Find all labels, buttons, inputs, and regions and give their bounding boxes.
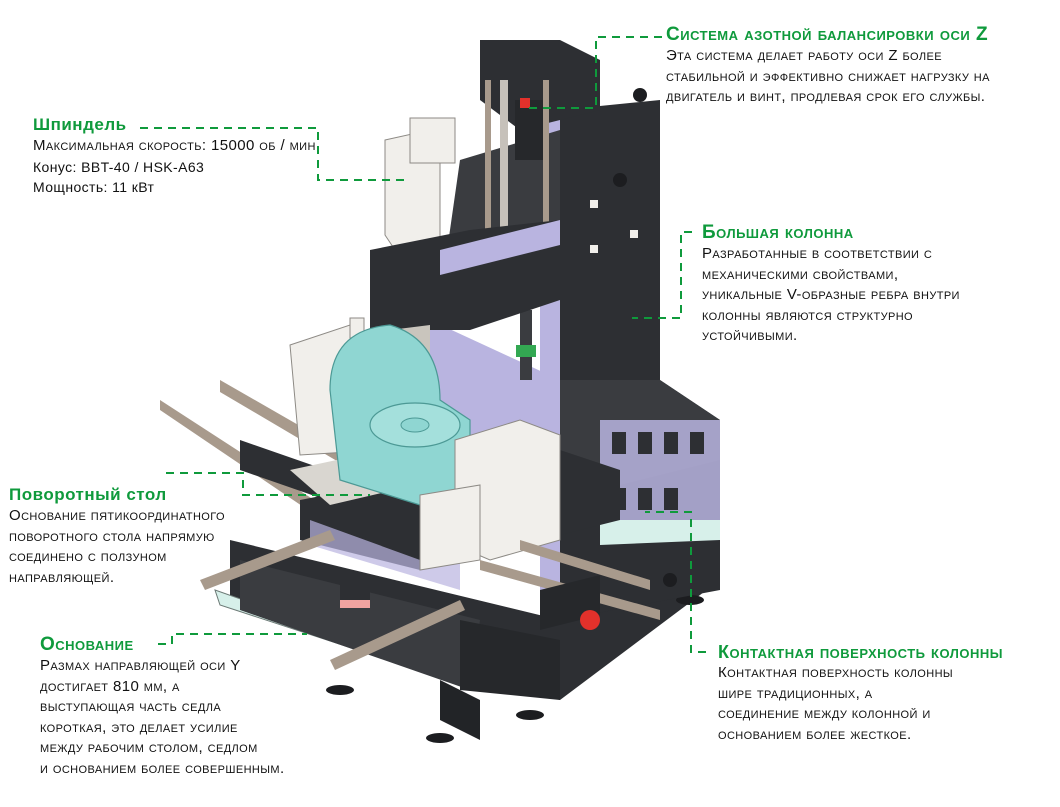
callout-line: Размах направляющей оси Y [40, 657, 241, 674]
callout-title: Поворотный стол [9, 485, 167, 504]
leveling-foot [426, 733, 454, 743]
leveling-foot [516, 710, 544, 720]
callout-line: Конус: BBT-40 / HSK-A63 [33, 158, 205, 175]
callout-rotary-table: Поворотный стол Основание пятикоординатн… [9, 484, 225, 588]
callout-line: стабильной и эффективно снижает нагрузку… [666, 67, 990, 85]
red-cap [580, 610, 600, 630]
callout-line: Основание пятикоординатного [9, 507, 225, 524]
callout-line: Максимальная скорость: 15000 об / мин [33, 137, 316, 154]
callout-line: выступающая часть седла [40, 698, 222, 715]
callout-line: уникальные V-образные ребра внутри [702, 286, 960, 303]
callout-line: механическими свойствами, [702, 265, 899, 283]
callout-line: шире традиционных, а [718, 684, 873, 702]
callout-line: поворотного стола напрямую [9, 527, 215, 545]
callout-z-axis-balancing: Система азотной балансировки оси Z Эта с… [666, 24, 990, 108]
callout-line: Эта система делает работу оси Z более [666, 47, 942, 64]
callout-line: Контактная поверхность колонны [718, 664, 954, 681]
callout-base: Основание Размах направляющей оси Y дост… [40, 634, 285, 779]
rotary-table [289, 317, 561, 571]
callout-line: и основанием более совершенным. [40, 759, 285, 777]
callout-line: короткая, это делает усилие [40, 718, 238, 736]
callout-line: Разработанные в соответствии с [702, 245, 933, 262]
callout-column-contact-surface: Контактная поверхность колонны Контактна… [718, 641, 1003, 745]
callout-line: двигатель и винт, продлевая срок его слу… [666, 88, 986, 105]
callout-line: устойчивыми. [702, 327, 798, 344]
callout-line: между рабочим столом, седлом [40, 739, 258, 756]
callout-title: Система азотной балансировки оси Z [666, 24, 989, 45]
callout-title: Основание [40, 634, 134, 655]
callout-line: колонны являются структурно [702, 306, 914, 324]
callout-line: достигает 810 мм, а [40, 677, 180, 695]
callout-title: Контактная поверхность колонны [718, 642, 1003, 662]
callout-line: основанием более жесткое. [718, 725, 912, 743]
callout-line: направляющей. [9, 568, 115, 586]
callout-line: соединено с ползуном [9, 548, 167, 565]
callout-title: Большая колонна [702, 222, 854, 243]
callout-line: Мощность: 11 кВт [33, 179, 155, 195]
nitrogen-balance-cylinder [515, 100, 543, 160]
leveling-foot [326, 685, 354, 695]
y-axis-rails [200, 530, 660, 670]
callout-big-column: Большая колонна Разработанные в соответс… [702, 222, 960, 347]
machine-base [214, 520, 720, 743]
callout-spindle: Шпиндель Максимальная скорость: 15000 об… [33, 114, 316, 198]
callout-title: Шпиндель [33, 115, 127, 134]
callout-line: соединение между колонной и [718, 705, 931, 722]
